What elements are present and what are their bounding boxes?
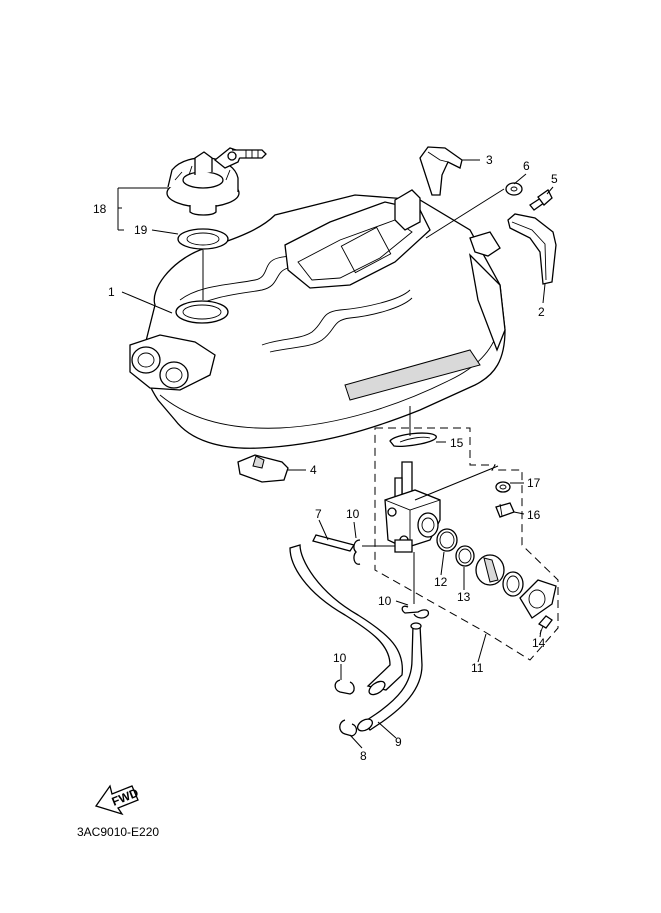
damper-2: [507, 213, 557, 285]
callout-5: 5: [551, 172, 558, 186]
leader-lines: [117, 159, 554, 749]
fuel-cap-assembly: [166, 147, 267, 216]
callout-15: 15: [450, 436, 464, 450]
bolt-16: [495, 502, 515, 518]
fuel-tank: [129, 189, 506, 449]
fuel-hose-7: [289, 534, 404, 696]
washer-17: [495, 481, 511, 493]
fuel-cock-assembly-outline: [374, 427, 559, 661]
drawing-code: 3AC9010-E220: [77, 825, 159, 839]
hose-clip-8: [339, 719, 358, 737]
o-ring-12: [436, 528, 458, 552]
callout-labels: 1 2 3 4 5 6 7 8 9 10 10 10 11 12 13 14 1…: [93, 153, 558, 763]
callout-10-middle: 10: [378, 594, 392, 608]
cap-gasket: [177, 228, 229, 250]
hose-clip-10-upper: [353, 539, 361, 565]
callout-18: 18: [93, 202, 107, 216]
callout-9: 9: [395, 735, 402, 749]
callout-4: 4: [310, 463, 317, 477]
bolt-5: [529, 189, 553, 211]
fuel-hose-9: [356, 622, 423, 732]
fuel-cock-body: [384, 461, 441, 553]
hose-clip-10-lower: [334, 679, 355, 695]
callout-10-lower: 10: [333, 651, 347, 665]
damper-3: [419, 146, 463, 196]
damper-4: [237, 454, 289, 483]
washer-6: [505, 182, 523, 196]
callout-11: 11: [471, 661, 484, 675]
callout-12: 12: [434, 575, 448, 589]
callout-13: 13: [457, 590, 471, 604]
fuel-cock-lever: [475, 554, 505, 586]
forward-arrow: FWD: [94, 784, 141, 816]
lever-washer: [502, 571, 524, 597]
callout-8: 8: [360, 749, 367, 763]
o-ring-13: [455, 545, 475, 567]
callout-6: 6: [523, 159, 530, 173]
callout-10-upper: 10: [346, 507, 360, 521]
callout-19: 19: [134, 223, 148, 237]
callout-7: 7: [315, 507, 322, 521]
callout-3: 3: [486, 153, 493, 167]
callout-17: 17: [527, 476, 541, 490]
lever-cover-plate: [519, 579, 557, 619]
callout-1: 1: [108, 285, 115, 299]
callout-16: 16: [527, 508, 541, 522]
callout-2: 2: [538, 305, 545, 319]
strainer-gasket-15: [389, 432, 437, 448]
callout-14: 14: [532, 636, 546, 650]
hose-clip-10-middle: [401, 605, 430, 619]
